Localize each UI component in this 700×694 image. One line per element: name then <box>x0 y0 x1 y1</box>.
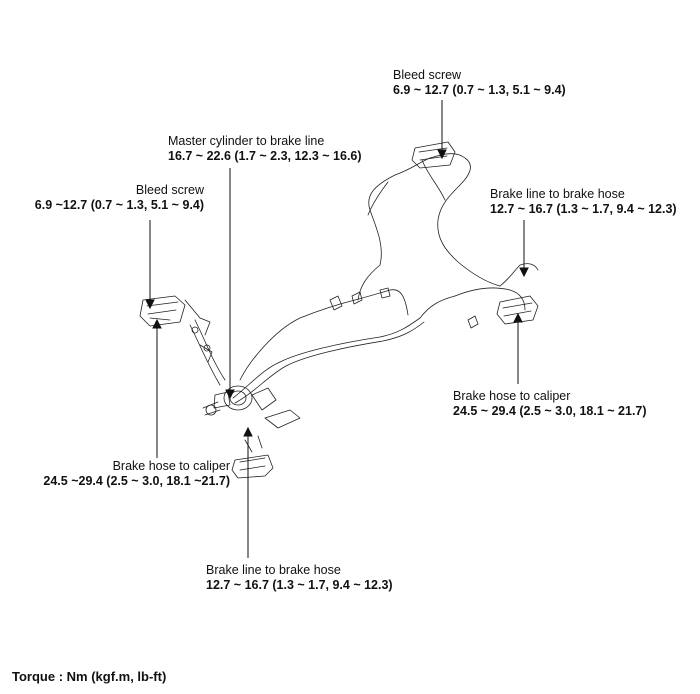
callout-hose-caliper-left: Brake hose to caliper 24.5 ~29.4 (2.5 ~ … <box>12 459 230 489</box>
right-rear-caliper <box>496 295 539 325</box>
arrowhead <box>437 149 447 160</box>
torque-spec: 6.9 ~ 12.7 (0.7 ~ 1.3, 5.1 ~ 9.4) <box>393 83 566 97</box>
arrowhead <box>513 312 523 323</box>
torque-spec: 12.7 ~ 16.7 (1.3 ~ 1.7, 9.4 ~ 12.3) <box>490 202 677 216</box>
callout-brake-line-hose-right: Brake line to brake hose 12.7 ~ 16.7 (1.… <box>490 187 677 217</box>
torque-spec: 24.5 ~29.4 (2.5 ~ 3.0, 18.1 ~21.7) <box>43 474 230 488</box>
torque-spec: 24.5 ~ 29.4 (2.5 ~ 3.0, 18.1 ~ 21.7) <box>453 404 647 418</box>
callout-label: Brake hose to caliper <box>453 389 571 403</box>
arrowhead <box>225 389 235 400</box>
callout-label: Brake hose to caliper <box>112 459 230 473</box>
callout-hose-caliper-right: Brake hose to caliper 24.5 ~ 29.4 (2.5 ~… <box>453 389 647 419</box>
torque-unit-note: Torque : Nm (kgf.m, lb-ft) <box>12 669 167 684</box>
callout-master-cylinder: Master cylinder to brake line 16.7 ~ 22.… <box>168 134 362 164</box>
arrowhead <box>145 299 155 310</box>
arrowhead <box>152 318 162 329</box>
callout-brake-line-hose-bottom: Brake line to brake hose 12.7 ~ 16.7 (1.… <box>206 563 393 593</box>
line-clips <box>329 287 479 329</box>
torque-spec: 16.7 ~ 22.6 (1.7 ~ 2.3, 12.3 ~ 16.6) <box>168 149 362 163</box>
callout-label: Bleed screw <box>135 183 204 197</box>
arrowhead <box>243 426 253 437</box>
torque-spec: 12.7 ~ 16.7 (1.3 ~ 1.7, 9.4 ~ 12.3) <box>206 578 393 592</box>
callout-label: Master cylinder to brake line <box>168 134 325 148</box>
left-rear-caliper <box>231 435 274 479</box>
arrowhead <box>519 267 529 278</box>
callout-label: Brake line to brake hose <box>206 563 341 577</box>
torque-spec: 6.9 ~12.7 (0.7 ~ 1.3, 5.1 ~ 9.4) <box>34 198 204 212</box>
callout-label: Brake line to brake hose <box>490 187 625 201</box>
callout-label: Bleed screw <box>393 68 462 82</box>
left-front-caliper <box>139 295 186 327</box>
master-cylinder-assembly <box>184 299 301 429</box>
brake-line-routing <box>232 153 539 404</box>
callout-bleed-screw-right: Bleed screw 6.9 ~ 12.7 (0.7 ~ 1.3, 5.1 ~… <box>393 68 566 98</box>
callout-bleed-screw-left: Bleed screw 6.9 ~12.7 (0.7 ~ 1.3, 5.1 ~ … <box>22 183 204 213</box>
